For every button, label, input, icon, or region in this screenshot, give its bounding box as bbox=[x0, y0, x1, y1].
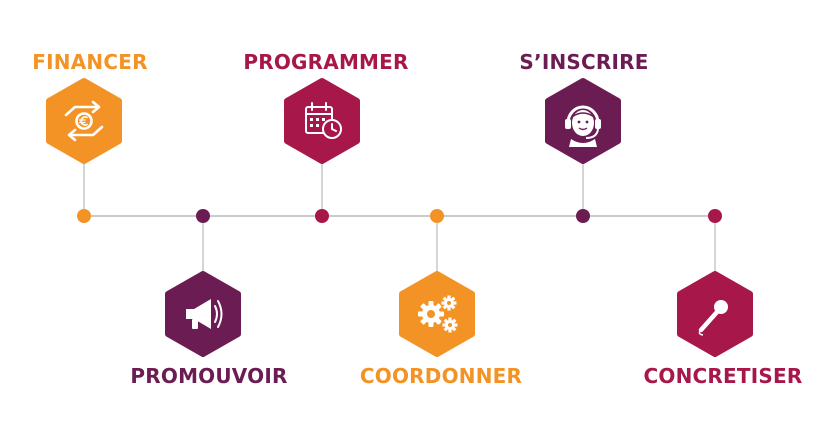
timeline-dot-programmer bbox=[315, 209, 329, 223]
hexagon-programmer bbox=[284, 78, 360, 164]
timeline-dot-promouvoir bbox=[196, 209, 210, 223]
step-label-programmer: PROGRAMMER bbox=[243, 50, 409, 74]
calendar-clock-icon bbox=[305, 102, 342, 139]
megaphone-icon bbox=[186, 299, 223, 329]
step-label-sinscrire: S’INSCRIRE bbox=[519, 50, 649, 74]
hexagon-promouvoir bbox=[165, 271, 241, 357]
gears-icon bbox=[418, 295, 458, 333]
step-label-coordonner: COORDONNER bbox=[359, 364, 523, 388]
step-label-promouvoir: PROMOUVOIR bbox=[130, 364, 288, 388]
timeline-dot-sinscrire bbox=[576, 209, 590, 223]
hexagon-coordonner bbox=[399, 271, 475, 357]
headset-icon bbox=[565, 105, 601, 147]
timeline-dot-coordonner bbox=[430, 209, 444, 223]
microphone-icon bbox=[698, 300, 728, 336]
euro-exchange-icon bbox=[64, 100, 104, 142]
hexagon-financer bbox=[46, 78, 122, 164]
timeline-dot-financer bbox=[77, 209, 91, 223]
hexagon-sinscrire bbox=[545, 78, 621, 164]
step-label-concretiser: CONCRETISER bbox=[643, 364, 803, 388]
step-label-financer: FINANCER bbox=[32, 50, 148, 74]
timeline-dot-concretiser bbox=[708, 209, 722, 223]
hexagon-concretiser bbox=[677, 271, 753, 357]
